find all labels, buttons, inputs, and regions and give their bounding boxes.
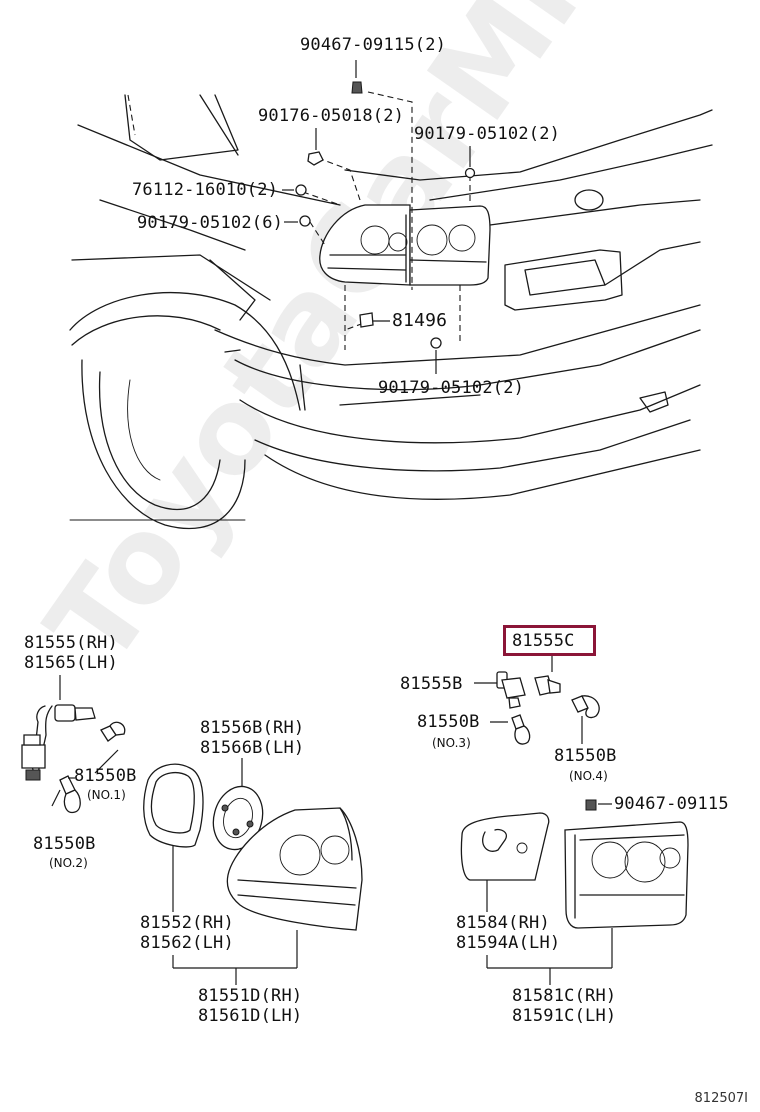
label-81550b-no1[interactable]: 81550B — [74, 766, 137, 786]
label-81562-lh[interactable]: 81562(LH) — [140, 933, 234, 953]
label-90179-six[interactable]: 90179-05102(6) — [137, 213, 284, 233]
label-81556b-rh[interactable]: 81556B(RH) — [200, 718, 305, 738]
label-76112[interactable]: 76112-16010(2) — [132, 180, 279, 200]
label-90467-top[interactable]: 90467-09115(2) — [300, 35, 447, 55]
label-81550b-no3[interactable]: 81550B — [417, 712, 480, 732]
label-90467-lower[interactable]: 90467-09115 — [614, 794, 729, 814]
upper-tail-lamps — [319, 204, 491, 286]
label-81565-lh[interactable]: 81565(LH) — [24, 653, 118, 673]
label-81550b-no4[interactable]: 81550B — [554, 746, 617, 766]
label-no1: (NO.1) — [87, 788, 126, 802]
vehicle-rear-body — [69, 94, 713, 530]
label-81550b-no2[interactable]: 81550B — [33, 834, 96, 854]
highlight-box — [503, 625, 596, 656]
left-lamp-group — [21, 675, 363, 985]
label-81584-rh[interactable]: 81584(RH) — [456, 913, 550, 933]
label-81555c-highlighted[interactable]: 81555C — [512, 631, 575, 651]
label-81555-rh[interactable]: 81555(RH) — [24, 633, 118, 653]
label-81581c-rh[interactable]: 81581C(RH) — [512, 986, 617, 1006]
install-guides-upper — [302, 91, 471, 350]
figure-number: 812507I — [694, 1091, 748, 1106]
label-no4: (NO.4) — [569, 769, 608, 783]
label-no2: (NO.2) — [49, 856, 88, 870]
right-lamp-group — [460, 656, 689, 985]
label-90176[interactable]: 90176-05018(2) — [258, 106, 405, 126]
label-90179-right[interactable]: 90179-05102(2) — [414, 124, 561, 144]
label-81591c-lh[interactable]: 81591C(LH) — [512, 1006, 617, 1026]
label-81594a-lh[interactable]: 81594A(LH) — [456, 933, 561, 953]
label-81566b-lh[interactable]: 81566B(LH) — [200, 738, 305, 758]
label-81561d-lh[interactable]: 81561D(LH) — [198, 1006, 303, 1026]
label-90179-bottom[interactable]: 90179-05102(2) — [378, 378, 525, 398]
label-81552-rh[interactable]: 81552(RH) — [140, 913, 234, 933]
fasteners-upper — [282, 60, 476, 374]
label-81555b[interactable]: 81555B — [400, 674, 463, 694]
label-no3: (NO.3) — [432, 736, 471, 750]
label-81496[interactable]: 81496 — [392, 310, 448, 331]
label-81551d-rh[interactable]: 81551D(RH) — [198, 986, 303, 1006]
